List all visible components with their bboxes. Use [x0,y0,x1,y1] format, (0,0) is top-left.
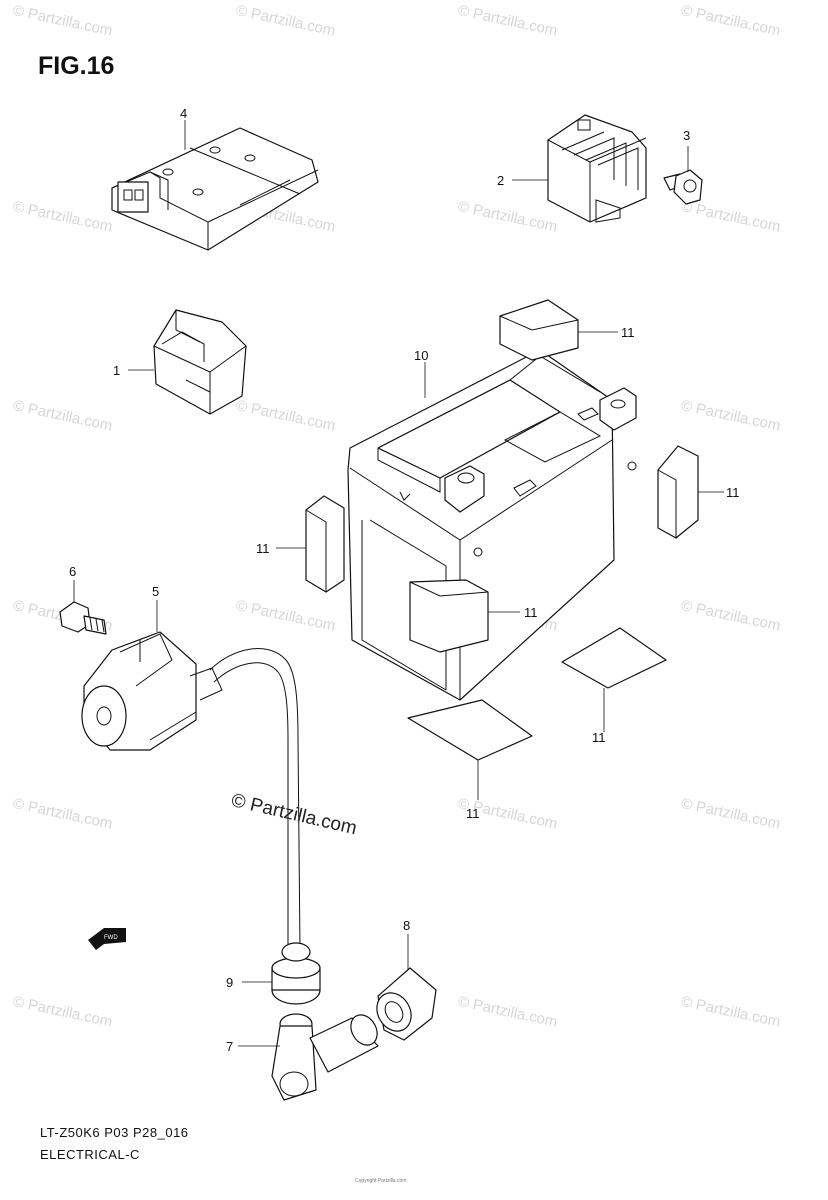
copyright-notice: Copyright Partzilla.com [355,1178,407,1184]
footer-section: ELECTRICAL-C [40,1147,140,1162]
callout-2: 2 [497,173,504,188]
callout-7: 7 [226,1039,233,1054]
callout-10: 10 [414,348,428,363]
callout-5: 5 [152,584,159,599]
callout-6: 6 [69,564,76,579]
part-11-pad-front[interactable] [409,579,489,653]
part-5-ignition-coil[interactable] [81,631,223,751]
callout-11: 11 [621,325,635,340]
callout-3: 3 [683,128,690,143]
part-11-pad-right[interactable] [657,445,699,539]
fwd-label: FWD [104,935,118,941]
part-6-bolt[interactable] [59,601,107,635]
callout-11: 11 [592,730,606,745]
callout-1: 1 [113,363,120,378]
footer-code: LT-Z50K6 P03 P28_016 [40,1125,189,1140]
callout-11: 11 [524,605,538,620]
high-tension-lead [209,648,301,951]
part-11-pad-bottom-right[interactable] [561,627,667,689]
fwd-arrow-icon: FWD [88,928,126,950]
callout-8: 8 [403,918,410,933]
part-11-pad-left[interactable] [305,495,345,593]
part-11-pad-bottom[interactable] [407,699,533,761]
callout-4: 4 [180,106,187,121]
callout-11: 11 [726,485,740,500]
callout-11: 11 [256,541,270,556]
part-3-bolt[interactable] [663,169,703,205]
callout-11: 11 [466,806,480,821]
part-2-regulator[interactable] [547,114,647,223]
part-8-cap[interactable] [370,967,437,1041]
part-9-grommet[interactable] [271,942,321,1005]
part-7-plug-cap[interactable] [271,1010,382,1101]
part-1-relay[interactable] [153,309,247,415]
callout-9: 9 [226,975,233,990]
part-4-unit[interactable] [111,127,319,251]
part-11-pad-top[interactable] [499,299,579,361]
figure-title: FIG.16 [38,52,115,80]
